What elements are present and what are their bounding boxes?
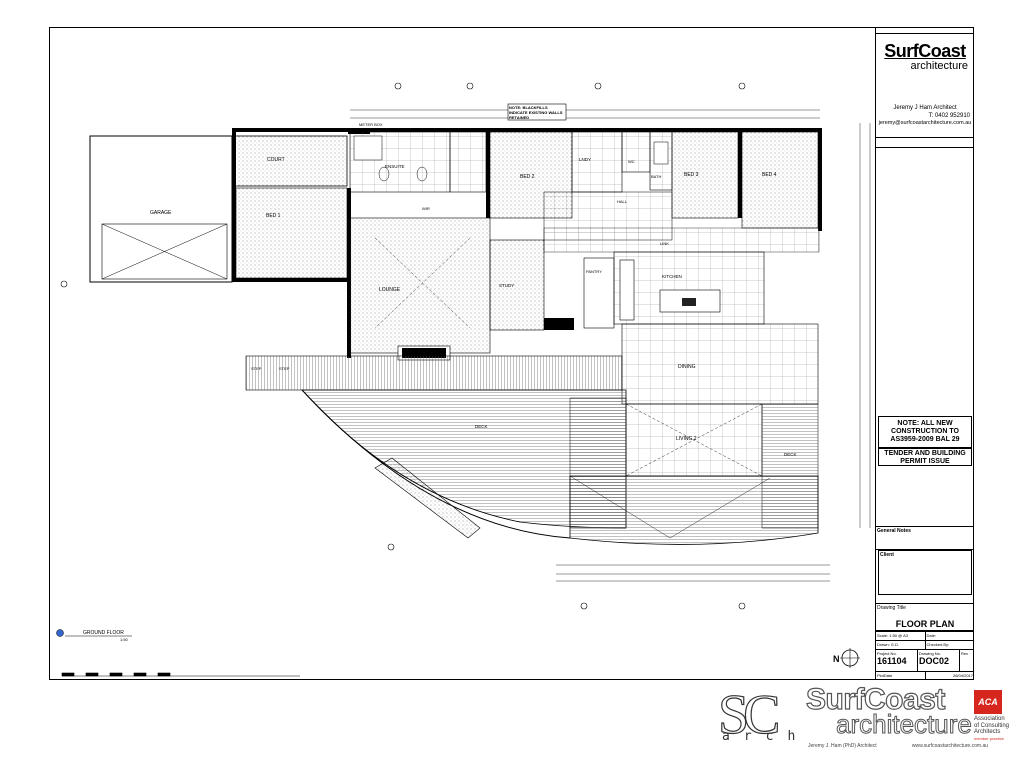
wc-label: WC xyxy=(628,159,635,164)
court xyxy=(231,135,348,187)
footer-brand: SurfCoast xyxy=(805,683,946,716)
wc xyxy=(621,131,651,173)
project-number: 161104 xyxy=(877,656,907,666)
grid-markers xyxy=(60,82,746,610)
step1-label: STEP xyxy=(251,366,262,371)
drawing-title: FLOOR PLAN xyxy=(895,619,955,629)
footer-contact: Jeremy J. Ham (PhD) Architect www.surfco… xyxy=(808,743,988,749)
architect-email: jeremy@surfcoastarchitecture.com.au xyxy=(878,120,972,126)
lounge xyxy=(349,217,491,354)
link-label: LINK xyxy=(660,241,669,246)
architect-contact: Jeremy J Ham Architect T: 0402 952910 je… xyxy=(876,102,974,138)
client-box: Client xyxy=(878,550,972,595)
construction-note: NOTE: ALL NEW CONSTRUCTION TO AS3959-200… xyxy=(878,416,972,448)
drawing-title-cell: Drawing Title FLOOR PLAN xyxy=(876,603,974,631)
view-scale-text: 1:50 xyxy=(120,637,129,642)
bed2-label: BED 2 xyxy=(520,174,535,180)
svg-text:N: N xyxy=(833,654,840,664)
footer-logo: SC arch SurfCoast architecture Jeremy J.… xyxy=(717,683,988,765)
footer-contact-name: Jeremy J. Ham (PhD) Architect xyxy=(808,743,877,749)
issue-status: TENDER AND BUILDING PERMIT ISSUE xyxy=(878,448,972,466)
footer-website: www.surfcoastarchitecture.com.au xyxy=(911,743,988,749)
footer-architecture: architecture xyxy=(836,709,973,739)
link xyxy=(543,227,820,253)
bed1-label: BED 1 xyxy=(266,213,281,219)
architect-name: Jeremy J Ham Architect xyxy=(893,105,957,111)
drawing-number: DOC02 xyxy=(919,656,950,666)
ensuite-label: ENSUITE xyxy=(385,164,405,169)
dining-label: DINING xyxy=(678,364,696,370)
lndy-label: LNDY xyxy=(579,157,591,162)
exterior-walls xyxy=(232,128,822,358)
kitchen-label: KITCHEN xyxy=(662,274,682,279)
plot-date: 26/04/2017 xyxy=(952,673,973,678)
sc-arch-text: arch xyxy=(722,729,810,744)
general-notes: General Notes xyxy=(876,526,974,550)
bed3-label: BED 3 xyxy=(684,172,699,178)
pantry-label: PANTRY xyxy=(586,269,602,274)
aca-logo: ACA Association of Consulting Architects… xyxy=(974,690,1022,760)
bed1 xyxy=(235,187,348,279)
living2-label: LIVING 2 xyxy=(676,436,697,442)
dining xyxy=(621,323,819,405)
laundry xyxy=(571,131,623,193)
front-deck-strip xyxy=(245,355,623,391)
floor-plan: GARAGE COURT BED 1 ENSUITE METER BOX xyxy=(56,82,871,677)
wir xyxy=(449,131,487,193)
kitchen xyxy=(613,251,765,325)
dimension-lines xyxy=(350,109,871,582)
side-deck-label: DECK xyxy=(784,452,797,457)
sc-monogram: SC xyxy=(717,684,781,746)
garage-label: GARAGE xyxy=(150,210,172,216)
bed4 xyxy=(741,131,819,229)
title-block: SurfCoast architecture Jeremy J Ham Arch… xyxy=(875,28,974,679)
architect-phone: T: 0402 952910 xyxy=(928,113,970,119)
blackfill-note: NOTE: BLACKFILLS INDICATE EXISTING WALLS… xyxy=(509,105,563,119)
brand-logo: SurfCoast architecture xyxy=(878,42,972,72)
meter-box-label: METER BOX xyxy=(359,122,383,127)
court-label: COURT xyxy=(267,157,285,163)
lounge-label: LOUNGE xyxy=(379,287,401,293)
brand-name: SurfCoast xyxy=(884,41,966,61)
scale-bar xyxy=(61,672,300,677)
study xyxy=(489,239,545,331)
view-title-text: GROUND FLOOR xyxy=(83,630,124,636)
bed4-label: BED 4 xyxy=(762,172,777,178)
bed3 xyxy=(671,131,739,219)
hall-label: HALL xyxy=(617,199,628,204)
revision-table xyxy=(876,138,974,148)
brand-sub: architecture xyxy=(910,60,968,72)
aca-text: Association of Consulting Architects mem… xyxy=(974,716,1010,741)
step2-label: STEP xyxy=(279,366,290,371)
drawing-sheet: GARAGE COURT BED 1 ENSUITE METER BOX xyxy=(49,27,974,680)
study-label: STUDY xyxy=(499,283,514,288)
garage: GARAGE xyxy=(89,135,233,283)
north-arrow-icon: N xyxy=(833,648,860,668)
wir-label: WIR xyxy=(422,206,430,211)
view-title: GROUND FLOOR 1:50 xyxy=(56,629,132,642)
bath-label: BATH xyxy=(651,174,661,179)
aca-mark-icon: ACA xyxy=(974,690,1002,714)
deck-label: DECK xyxy=(475,424,488,429)
